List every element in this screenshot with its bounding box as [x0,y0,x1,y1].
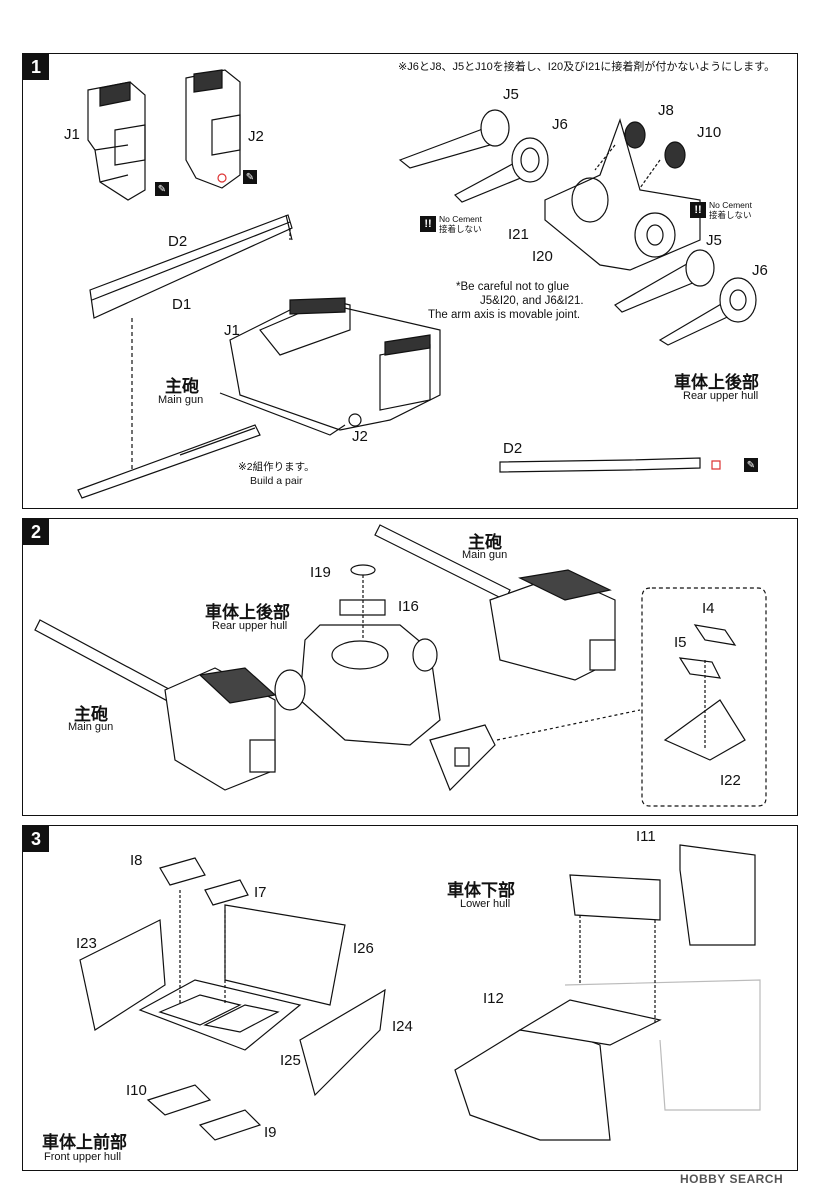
lower-hull [455,845,760,1140]
label-j6-top: J6 [552,116,568,133]
label-i23: I23 [76,935,97,952]
label-i9: I9 [264,1124,277,1141]
label-j5-right: J5 [706,232,722,249]
label-j2-box: J2 [352,428,368,445]
step-2-number: 2 [23,519,49,545]
label-i19: I19 [310,564,331,581]
barrel-d2-bottom [500,458,720,472]
no-cement-en: No Cement [439,214,482,224]
step-1-top-note: ※J6とJ8、J5とJ10を接着し、I20及びI21に接着剤が付かないようにしま… [398,61,776,73]
no-cement-en: No Cement [709,200,752,210]
step2-main-gun-en-left: Main gun [68,721,114,733]
bottom-plate [430,710,640,790]
label-i12: I12 [483,990,504,1007]
label-j1-top: J1 [64,126,80,143]
label-i20: I20 [532,248,553,265]
main-gun-right [375,525,615,680]
no-cement-jp: 接着しない [709,210,752,220]
label-i8: I8 [130,852,143,869]
label-j6-right: J6 [752,262,768,279]
label-j1-box: J1 [224,322,240,339]
main-gun-assembly [220,298,440,435]
label-i24: I24 [392,1018,413,1035]
caution-line-1: *Be careful not to glue [456,281,570,293]
label-i7: I7 [254,884,267,901]
part-j1-detail [88,82,145,200]
front-upper-hull-jp: 車体上前部 [42,1133,127,1152]
warning-icon: !! [420,216,436,232]
step-3-panel: 3 [22,825,798,1171]
label-j8: J8 [658,102,674,119]
label-i21: I21 [508,226,529,243]
label-i4: I4 [702,600,715,617]
front-upper-hull-en: Front upper hull [44,1151,122,1163]
lower-hull-en: Lower hull [460,898,511,910]
label-i22: I22 [720,772,741,789]
main-gun-left [35,620,275,790]
label-j5-top: J5 [503,86,519,103]
label-d2-bottom: D2 [503,440,523,457]
arms-j5-j6-upper [400,110,548,202]
label-d1: D1 [172,296,192,313]
inset-box [642,588,766,806]
arms-j5-j6-lower [615,250,756,345]
step2-main-gun-en-right: Main gun [462,549,508,561]
main-gun-jp-label: 主砲 [165,377,199,396]
label-j10: J10 [697,124,722,141]
watermark: HOBBY SEARCH [680,1172,784,1186]
warning-icon: !! [690,202,706,218]
step2-main-gun-jp-left: 主砲 [74,705,108,724]
main-gun-en-label: Main gun [158,394,204,406]
label-j2-top: J2 [248,128,264,145]
step2-rear-upper-hull-jp: 車体上後部 [205,603,290,622]
rear-upper-hull-center [275,565,440,745]
no-cement-jp: 接着しない [439,224,482,234]
glue-icon: ✎ [155,182,169,196]
build-pair-en: Build a pair [250,475,303,487]
label-i11: I11 [636,828,656,845]
label-i25: I25 [280,1052,301,1069]
rear-upper-hull-part [545,120,700,270]
label-d2: D2 [168,233,188,250]
step2-main-gun-jp-right: 主砲 [468,533,502,552]
label-i26: I26 [353,940,374,957]
glue-icon: ✎ [744,458,758,472]
rear-upper-hull-jp: 車体上後部 [674,373,759,392]
lower-hull-jp: 車体下部 [447,881,515,900]
rear-upper-hull-en: Rear upper hull [683,390,759,402]
main-gun-barrel [78,318,260,498]
label-i5: I5 [674,634,687,651]
caution-line-3: The arm axis is movable joint. [428,309,581,321]
glue-icon: ✎ [243,170,257,184]
label-i16: I16 [398,598,419,615]
front-upper-hull [80,858,385,1140]
part-j2-detail [186,70,240,188]
step2-rear-upper-hull-en: Rear upper hull [212,620,288,632]
step-1-number: 1 [23,54,49,80]
label-i10: I10 [126,1082,147,1099]
caution-line-2: J5&I20, and J6&I21. [480,295,584,307]
build-pair-jp: ※2組作ります。 [238,461,315,473]
step-3-number: 3 [23,826,49,852]
barrel-d1-d2 [90,215,292,318]
parts-j8-j10 [595,122,685,188]
